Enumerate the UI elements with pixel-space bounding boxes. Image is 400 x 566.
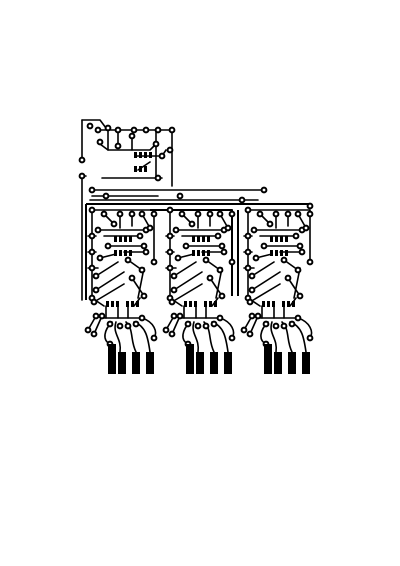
- channel-1: [84, 206, 158, 375]
- power-section: [78, 119, 268, 301]
- channel-2: [162, 206, 236, 375]
- channel-3: [240, 206, 314, 375]
